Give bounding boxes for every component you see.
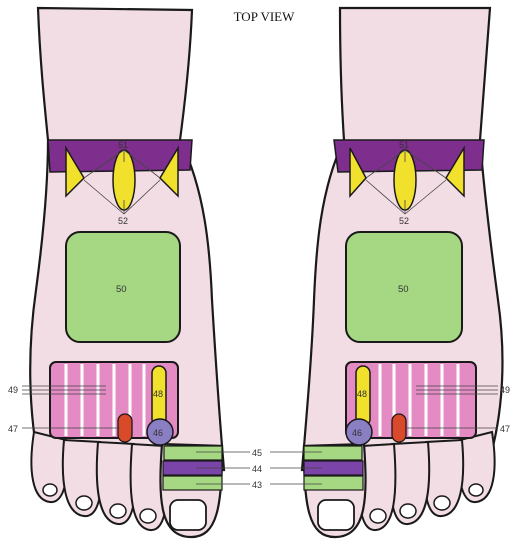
- right-zone-47: [392, 414, 406, 442]
- left-foot: 51 52 50 48 46: [8, 8, 250, 537]
- right-zone-43: [304, 476, 363, 490]
- right-big-toenail: [318, 500, 354, 530]
- left-label-49: 49: [8, 385, 18, 395]
- right-label-49: 49: [500, 385, 510, 395]
- left-zone-43: [163, 476, 222, 490]
- label-44: 44: [252, 464, 262, 474]
- right-label-48: 48: [357, 389, 367, 399]
- right-label-47: 47: [500, 424, 510, 434]
- left-label-52: 52: [118, 216, 128, 226]
- left-label-46: 46: [153, 428, 163, 438]
- left-big-toenail: [170, 500, 206, 530]
- right-label-51: 51: [399, 140, 409, 150]
- left-toenail-3: [110, 504, 126, 518]
- left-toenail-4: [76, 496, 92, 510]
- left-zone-45: [164, 446, 222, 460]
- right-foot: 51 52 50 48 46 49 47: [270, 8, 510, 537]
- right-label-46: 46: [352, 428, 362, 438]
- label-43: 43: [252, 480, 262, 490]
- left-toenail-2: [140, 509, 156, 523]
- right-zone-45: [304, 446, 362, 460]
- label-45: 45: [252, 448, 262, 458]
- right-toenail-3: [400, 504, 416, 518]
- right-toenail-5: [469, 484, 483, 496]
- left-label-51: 51: [118, 140, 128, 150]
- left-label-50: 50: [116, 284, 127, 295]
- view-title: TOP VIEW: [218, 6, 310, 28]
- right-label-52: 52: [399, 216, 409, 226]
- right-label-50: 50: [398, 284, 409, 295]
- right-toenail-4: [434, 496, 450, 510]
- left-label-48: 48: [153, 389, 163, 399]
- left-zone-47: [118, 414, 132, 442]
- right-toenail-2: [370, 509, 386, 523]
- left-toenail-5: [43, 484, 57, 496]
- left-label-47: 47: [8, 424, 18, 434]
